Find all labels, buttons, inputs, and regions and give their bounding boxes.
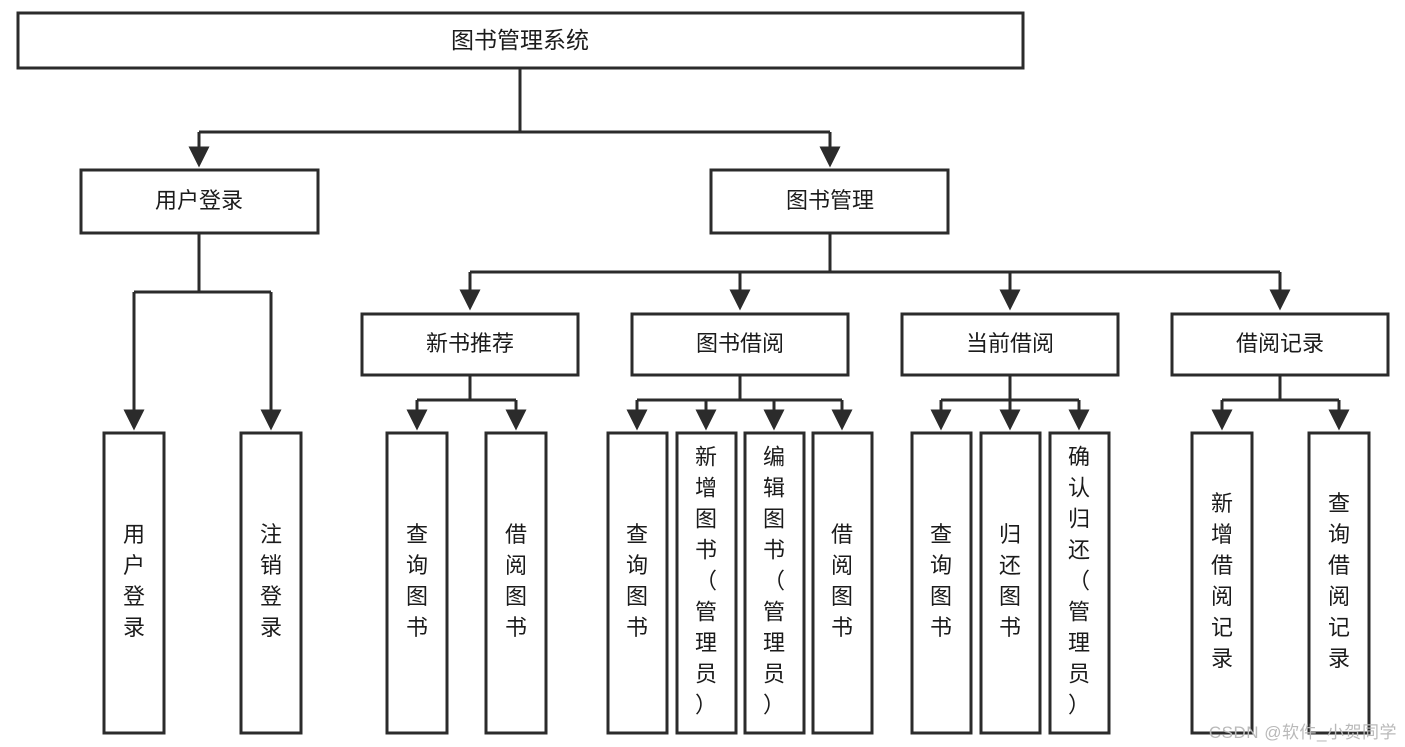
csdn-watermark: CSDN @软件_小贺同学 xyxy=(1208,723,1397,742)
node-leaf-confirm-return-label: 确认归还（管理员） xyxy=(1068,445,1090,718)
node-user-login[interactable]: 用户登录 xyxy=(79,168,320,235)
node-new-book-rec[interactable]: 新书推荐 xyxy=(360,312,580,377)
node-leaf-add-book-label: 新增图书（管理员） xyxy=(695,445,717,718)
node-leaf-add-record-label: 新增借阅记录 xyxy=(1211,491,1233,671)
node-new-book-rec-label: 新书推荐 xyxy=(426,331,514,356)
node-current-borrow-box[interactable] xyxy=(900,312,1120,377)
node-user-login-box[interactable] xyxy=(79,168,320,235)
node-leaf-query-book-3[interactable]: 查询图书 xyxy=(910,431,973,735)
node-book-borrow-box[interactable] xyxy=(630,312,850,377)
node-root-box[interactable] xyxy=(16,11,1025,70)
node-borrow-record-box[interactable] xyxy=(1170,312,1390,377)
node-new-book-rec-box[interactable] xyxy=(360,312,580,377)
node-current-borrow-label: 当前借阅 xyxy=(966,331,1054,356)
node-leaf-add-record[interactable]: 新增借阅记录 xyxy=(1190,431,1254,735)
node-leaf-borrow-book-1-label: 借阅图书 xyxy=(505,522,527,640)
node-leaf-add-book-box[interactable] xyxy=(675,431,738,735)
node-book-manage-label: 图书管理 xyxy=(786,188,874,213)
node-leaf-add-record-box[interactable] xyxy=(1190,431,1254,735)
node-leaf-query-record-box[interactable] xyxy=(1307,431,1371,735)
node-leaf-query-book-2-label: 查询图书 xyxy=(626,522,648,640)
node-leaf-query-book-3-label: 查询图书 xyxy=(930,522,952,640)
node-user-login-label: 用户登录 xyxy=(155,188,243,213)
node-leaf-return-book-label: 归还图书 xyxy=(999,522,1021,640)
node-root[interactable]: 图书管理系统 xyxy=(16,11,1025,70)
node-leaf-confirm-return[interactable]: 确认归还（管理员） xyxy=(1048,431,1111,735)
node-leaf-user-login-label: 用户登录 xyxy=(123,522,145,640)
node-leaf-add-book[interactable]: 新增图书（管理员） xyxy=(675,431,738,735)
node-leaf-borrow-book-2-box[interactable] xyxy=(811,431,874,735)
node-root-label: 图书管理系统 xyxy=(451,27,589,53)
node-book-manage[interactable]: 图书管理 xyxy=(709,168,950,235)
node-leaf-user-login-box[interactable] xyxy=(102,431,166,735)
node-book-borrow-label: 图书借阅 xyxy=(696,331,784,356)
node-leaf-query-book-1-box[interactable] xyxy=(385,431,449,735)
node-leaf-return-book-box[interactable] xyxy=(979,431,1042,735)
node-leaf-edit-book-label: 编辑图书（管理员） xyxy=(763,445,785,718)
node-leaf-query-book-2-box[interactable] xyxy=(606,431,669,735)
node-leaf-edit-book[interactable]: 编辑图书（管理员） xyxy=(743,431,806,735)
node-leaf-return-book[interactable]: 归还图书 xyxy=(979,431,1042,735)
node-leaf-logout[interactable]: 注销登录 xyxy=(239,431,303,735)
node-leaf-query-book-3-box[interactable] xyxy=(910,431,973,735)
node-leaf-query-book-1-label: 查询图书 xyxy=(406,522,428,640)
node-leaf-borrow-book-1[interactable]: 借阅图书 xyxy=(484,431,548,735)
node-book-manage-box[interactable] xyxy=(709,168,950,235)
node-leaf-confirm-return-box[interactable] xyxy=(1048,431,1111,735)
node-borrow-record[interactable]: 借阅记录 xyxy=(1170,312,1390,377)
connectors xyxy=(123,68,1350,431)
node-leaf-borrow-book-2-label: 借阅图书 xyxy=(831,522,853,640)
node-leaf-query-record[interactable]: 查询借阅记录 xyxy=(1307,431,1371,735)
node-leaf-query-record-label: 查询借阅记录 xyxy=(1328,491,1350,671)
node-leaf-query-book-1[interactable]: 查询图书 xyxy=(385,431,449,735)
node-leaf-logout-box[interactable] xyxy=(239,431,303,735)
node-leaf-user-login[interactable]: 用户登录 xyxy=(102,431,166,735)
node-leaf-query-book-2[interactable]: 查询图书 xyxy=(606,431,669,735)
node-borrow-record-label: 借阅记录 xyxy=(1236,331,1324,356)
node-current-borrow[interactable]: 当前借阅 xyxy=(900,312,1120,377)
node-leaf-borrow-book-2[interactable]: 借阅图书 xyxy=(811,431,874,735)
node-leaf-borrow-book-1-box[interactable] xyxy=(484,431,548,735)
node-leaf-logout-label: 注销登录 xyxy=(260,522,282,640)
node-book-borrow[interactable]: 图书借阅 xyxy=(630,312,850,377)
node-leaf-edit-book-box[interactable] xyxy=(743,431,806,735)
